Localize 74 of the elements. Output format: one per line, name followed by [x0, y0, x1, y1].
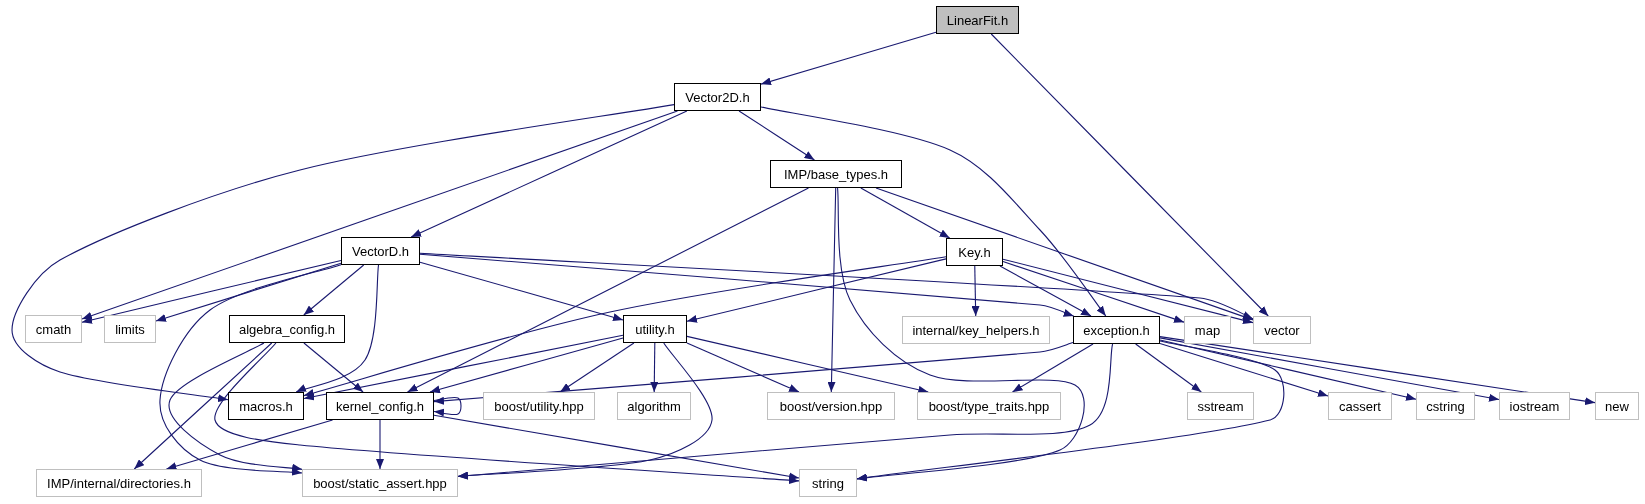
arrow	[168, 342, 303, 472]
arrow	[419, 252, 1254, 320]
file-box: vector	[1253, 316, 1311, 344]
arrow	[295, 264, 380, 393]
file-box: boost/utility.hpp	[483, 392, 595, 420]
arrow	[1159, 337, 1500, 402]
arrow	[650, 342, 659, 393]
file-box: macros.h	[228, 392, 304, 420]
file-box: IMP/base_types.h	[770, 160, 902, 188]
file-box: internal/key_helpers.h	[902, 316, 1050, 344]
arrow	[1002, 258, 1254, 325]
arrow	[760, 31, 937, 86]
arrow	[1011, 343, 1094, 393]
arrow	[406, 187, 810, 393]
file-box: utility.h	[623, 315, 687, 343]
file-box: IMP/internal/directories.h	[36, 469, 202, 497]
file-box: algorithm	[617, 392, 691, 420]
arrow	[971, 265, 980, 317]
arrow	[433, 414, 800, 481]
arrow	[419, 253, 1075, 317]
file-box: limits	[104, 315, 156, 343]
arrow	[433, 341, 1074, 405]
arrow	[429, 337, 624, 394]
arrow	[738, 110, 815, 161]
file-box: boost/static_assert.hpp	[302, 469, 458, 497]
arrow	[81, 110, 678, 320]
arrow	[559, 342, 635, 393]
arrow	[860, 187, 951, 239]
file-box: new	[1595, 392, 1639, 420]
arrow	[856, 340, 1285, 482]
file-box: exception.h	[1073, 316, 1160, 344]
arrow	[133, 342, 273, 470]
file-box: string	[799, 469, 857, 497]
arrow	[214, 342, 800, 485]
arrow	[457, 343, 1114, 480]
arrow	[410, 110, 688, 238]
arrow	[433, 396, 462, 417]
arrow	[827, 187, 837, 393]
arrow	[1135, 343, 1202, 393]
arrow	[419, 261, 624, 321]
arrow	[1002, 261, 1185, 323]
arrow	[303, 264, 365, 316]
arrow	[990, 33, 1269, 317]
file-box: cassert	[1328, 392, 1392, 420]
arrow	[1159, 343, 1329, 397]
arrow	[999, 265, 1092, 317]
file-box: kernel_config.h	[326, 392, 434, 420]
arrow	[760, 106, 1107, 317]
file-box: LinearFit.h	[936, 6, 1019, 34]
file-box: Vector2D.h	[674, 83, 761, 111]
arrow	[11, 104, 675, 403]
file-box: sstream	[1187, 392, 1254, 420]
arrow	[159, 264, 342, 477]
arrow	[155, 262, 342, 322]
file-box: map	[1184, 316, 1231, 344]
arrow	[686, 335, 929, 394]
arrow	[303, 256, 947, 397]
arrow	[686, 342, 800, 393]
file-box: Key.h	[946, 238, 1003, 266]
file-box: VectorD.h	[341, 237, 420, 265]
file-box: cmath	[25, 315, 82, 343]
arrow	[686, 258, 947, 323]
arrow	[1159, 339, 1417, 401]
arrow	[875, 187, 1254, 321]
file-box: boost/version.hpp	[767, 392, 895, 420]
arrow	[376, 419, 384, 470]
arrow	[303, 334, 624, 401]
file-box: cstring	[1416, 392, 1475, 420]
arrow	[165, 419, 334, 470]
arrow	[303, 342, 364, 393]
arrow	[81, 259, 342, 324]
file-box: iostream	[1499, 392, 1570, 420]
file-box: boost/type_traits.hpp	[917, 392, 1061, 420]
file-box: algebra_config.h	[229, 315, 345, 343]
